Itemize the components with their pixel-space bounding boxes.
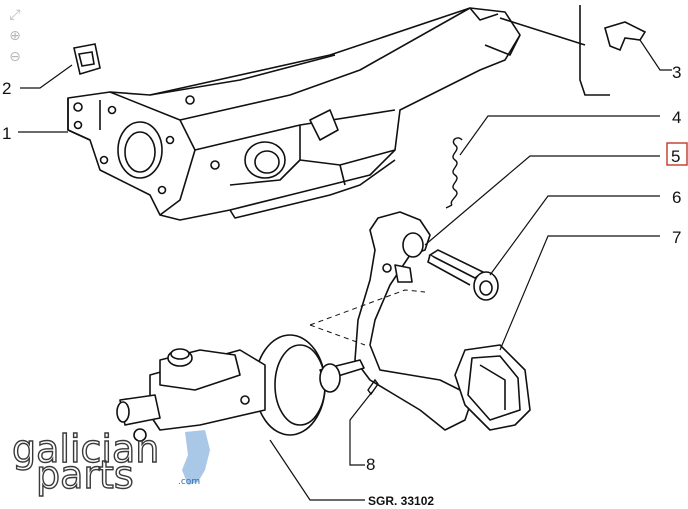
callout-3: 3 <box>672 63 681 82</box>
callout-5-highlight-box[interactable] <box>666 142 688 166</box>
callout-7: 7 <box>672 228 681 247</box>
callout-2: 2 <box>2 79 11 98</box>
leader-lines <box>18 39 672 501</box>
clutch-pedal-arm[interactable] <box>354 211 531 431</box>
zoom-out-icon[interactable]: ⊖ <box>9 49 21 65</box>
fit-screen-icon[interactable]: ⤢ <box>9 7 21 23</box>
zoom-in-icon[interactable]: ⊕ <box>9 28 21 44</box>
split-pin[interactable] <box>367 378 379 396</box>
logo-map-shape <box>182 430 210 485</box>
callout-6: 6 <box>672 188 681 207</box>
cable-hook <box>499 5 610 96</box>
clip-part[interactable] <box>73 43 101 76</box>
callout-8: 8 <box>366 455 375 474</box>
diagram-reference-code: SGR. 33102 <box>368 494 434 508</box>
master-cylinder-servo[interactable] <box>116 334 365 442</box>
callout-5[interactable]: 5 <box>671 147 680 166</box>
callout-4: 4 <box>672 108 681 127</box>
logo-line-1: galician <box>12 427 159 471</box>
bracket-clip-part[interactable] <box>604 21 647 52</box>
callout-1: 1 <box>2 124 11 143</box>
logo-line-2: parts <box>36 453 134 497</box>
pivot-bolt[interactable] <box>427 249 499 301</box>
pedal-support-bracket[interactable] <box>67 7 521 221</box>
logo-suffix: .com <box>178 477 200 487</box>
galicianparts-logo: galician parts .com <box>11 426 210 498</box>
assembly-axis-lines <box>309 289 426 346</box>
return-spring[interactable] <box>445 137 463 209</box>
